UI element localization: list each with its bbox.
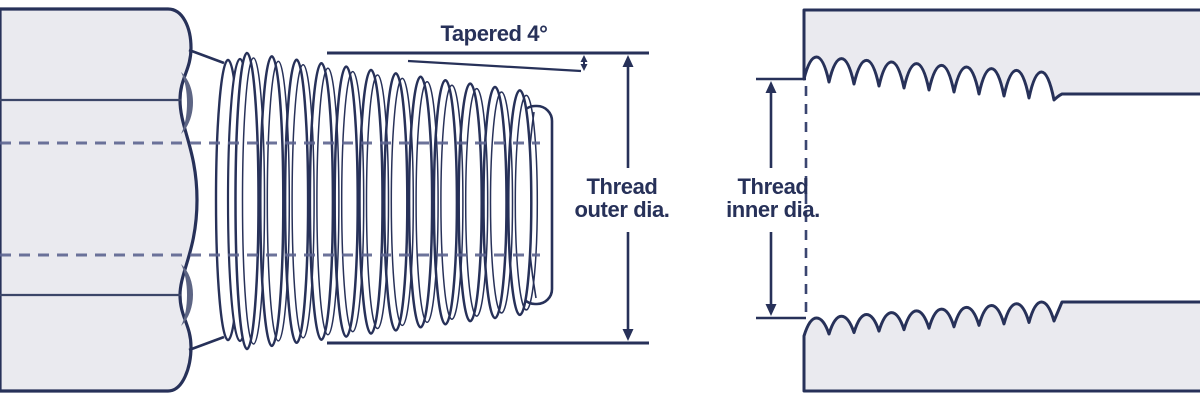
female-bottom-slab xyxy=(802,300,1200,393)
taper-label: Tapered 4° xyxy=(440,21,547,46)
outer-dia-arrow-up xyxy=(622,55,634,67)
outer-dia-label-line1: Thread xyxy=(587,174,658,199)
hex-shade-top xyxy=(181,72,193,134)
inner-dia-arrow-down xyxy=(765,304,777,316)
taper-line xyxy=(407,59,582,73)
female-top-slab xyxy=(802,8,1200,102)
taper-angle-arrow-up xyxy=(580,55,588,62)
inner-dia-label-line1: Thread xyxy=(738,174,809,199)
hex-shade-bottom xyxy=(181,264,193,326)
male-annotations: Tapered 4° Thread outer dia. xyxy=(327,21,670,345)
outer-dia-label-line2: outer dia. xyxy=(574,197,669,222)
inner-dia-arrow-up xyxy=(765,81,777,93)
taper-angle-arrow-down xyxy=(580,64,588,71)
female-fitting xyxy=(802,8,1200,393)
outer-dia-arrow-down xyxy=(622,329,634,341)
hex-body xyxy=(0,7,199,393)
male-fitting xyxy=(0,7,554,393)
inner-dia-label-line2: inner dia. xyxy=(726,197,820,222)
neck-line-top xyxy=(188,48,225,65)
male-thread-ribs xyxy=(214,51,554,351)
neck-line-bottom xyxy=(188,335,225,352)
female-annotations: Thread inner dia. xyxy=(726,77,820,320)
